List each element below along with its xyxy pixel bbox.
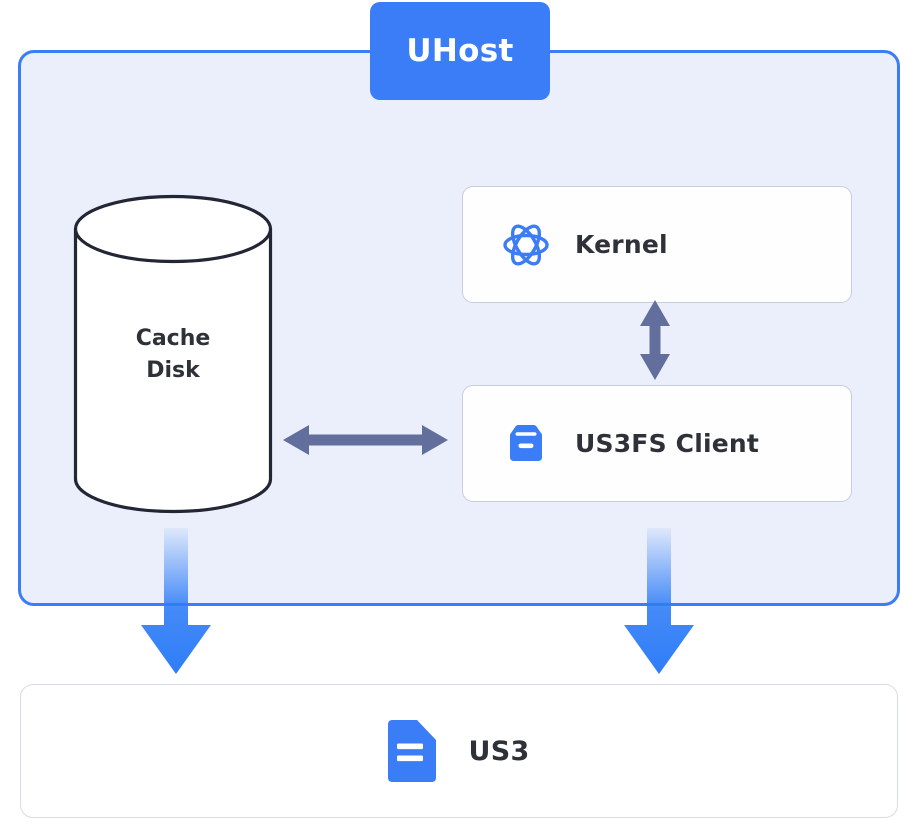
document-lines-icon [388,720,437,782]
uhost-title-tab: UHost [370,2,550,100]
cache-to-client-arrow [283,418,448,466]
box-archive-icon [501,419,551,469]
client-to-us3-arrow [620,528,698,678]
us3-label: US3 [468,735,530,767]
cache-disk-node: Cache Disk [72,193,274,515]
cylinder-database-icon [73,194,273,514]
kernel-card[interactable]: Kernel [462,186,852,303]
atom-icon [501,220,551,270]
kernel-label: Kernel [575,230,668,259]
us3fs-client-card[interactable]: US3FS Client [462,385,852,502]
us3-bar[interactable]: US3 [20,684,898,818]
cache-to-us3-arrow [137,528,215,678]
kernel-to-client-arrow [633,300,677,384]
us3fs-client-label: US3FS Client [575,429,760,458]
uhost-title-label: UHost [406,33,514,69]
